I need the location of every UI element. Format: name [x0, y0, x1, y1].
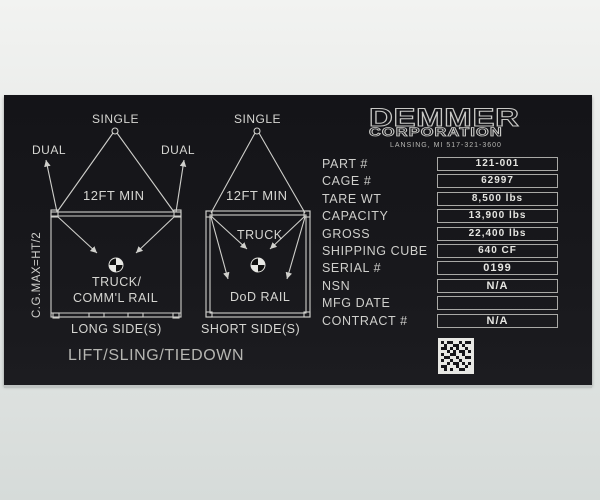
short-usage-top: TRUCK [237, 228, 283, 242]
field-value-cage: 62997 [437, 174, 558, 188]
lift-sling-tiedown-title: LIFT/SLING/TIEDOWN [68, 347, 245, 364]
field-label-tare-wt: TARE WT [322, 192, 382, 206]
long-dual-left-label: DUAL [32, 143, 67, 157]
long-single-label: SINGLE [92, 112, 140, 126]
field-value-part: 121-001 [437, 157, 558, 171]
long-side-diagram [44, 127, 187, 319]
company-logo-name: DEMMER [368, 104, 520, 133]
field-label-cage: CAGE # [322, 174, 372, 188]
field-value-tare-wt: 8,500 lbs [437, 192, 558, 206]
field-label-mfg-date: MFG DATE [322, 296, 391, 310]
field-label-shipping-cube: SHIPPING CUBE [322, 244, 428, 258]
field-value-serial: 0199 [437, 261, 558, 275]
plate-edge [4, 385, 592, 388]
field-label-serial: SERIAL # [322, 261, 382, 275]
company-address: LANSING, MI 517-321-3600 [390, 142, 502, 149]
field-label-part: PART # [322, 157, 368, 171]
field-label-capacity: CAPACITY [322, 209, 389, 223]
field-label-gross: GROSS [322, 227, 371, 241]
field-value-mfg-date [437, 296, 558, 310]
center-of-gravity-icon [250, 257, 266, 273]
long-min-label: 12FT MIN [83, 188, 145, 203]
field-value-nsn: N/A [437, 279, 558, 293]
center-of-gravity-icon [108, 257, 124, 273]
field-value-capacity: 13,900 lbs [437, 209, 558, 223]
field-value-gross: 22,400 lbs [437, 227, 558, 241]
company-logo-subtitle: CORPORATION [368, 127, 503, 140]
cg-max-label: C.G.MAX=HT/2 [31, 231, 43, 318]
long-usage-line2: COMM'L RAIL [73, 291, 159, 305]
short-single-label: SINGLE [234, 112, 282, 126]
field-label-nsn: NSN [322, 279, 351, 293]
short-usage-bottom: DoD RAIL [230, 290, 291, 304]
short-side-diagram [205, 127, 311, 318]
datamatrix-code-icon [438, 338, 474, 374]
long-side-caption: LONG SIDE(S) [71, 322, 162, 336]
short-side-caption: SHORT SIDE(S) [201, 322, 301, 336]
short-min-label: 12FT MIN [226, 188, 288, 203]
field-value-contract: N/A [437, 314, 558, 328]
field-value-shipping-cube: 640 CF [437, 244, 558, 258]
long-usage-line1: TRUCK/ [92, 275, 142, 289]
long-dual-right-label: DUAL [161, 143, 196, 157]
field-label-contract: CONTRACT # [322, 314, 408, 328]
